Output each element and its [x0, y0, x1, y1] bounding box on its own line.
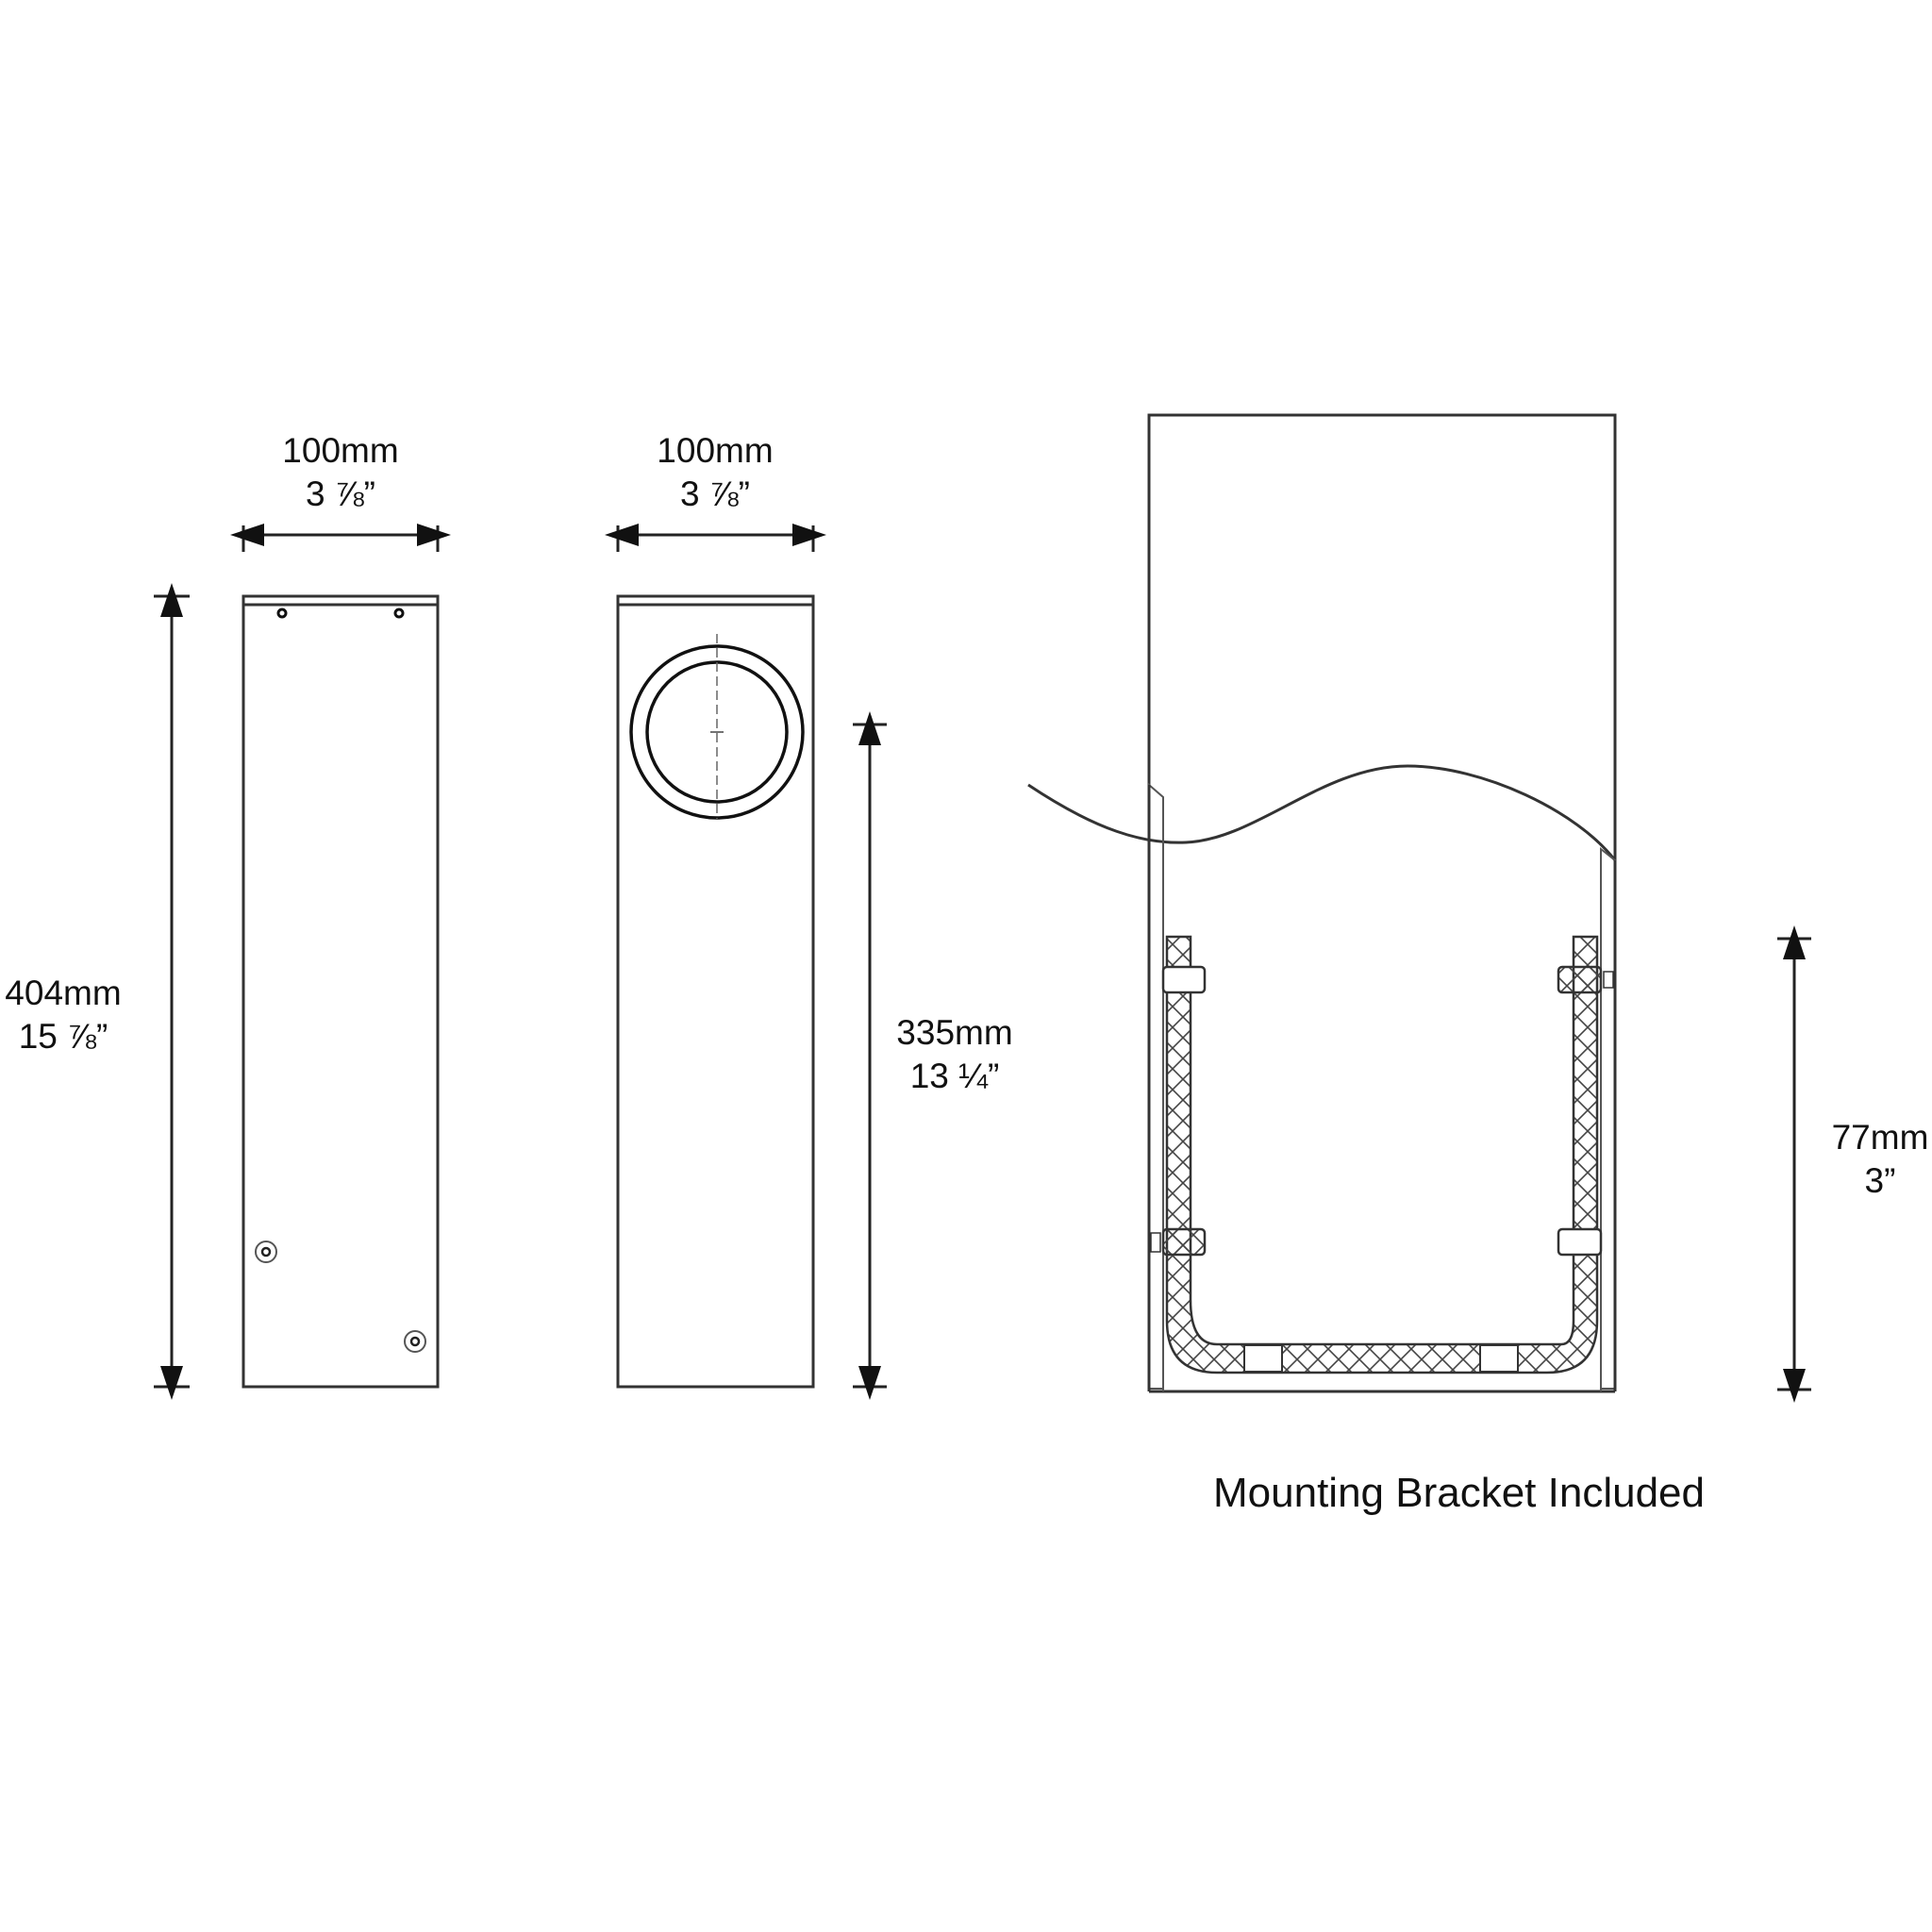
side-width-mm: 100mm	[657, 431, 774, 470]
top-screw-hole-icon	[276, 608, 288, 619]
bolt-icon	[1557, 1227, 1603, 1257]
front-view	[154, 524, 451, 1400]
front-width-in: 3 ⅞”	[305, 475, 376, 513]
side-width-in: 3 ⅞”	[679, 475, 751, 513]
side-body-outline	[616, 594, 815, 1389]
front-height-dimension	[154, 583, 190, 1400]
side-height-dimension	[853, 711, 887, 1400]
side-view	[605, 524, 887, 1400]
bracket-height-in: 3”	[1864, 1161, 1896, 1200]
front-height-label: 404mm 15 ⅞”	[0, 972, 126, 1058]
side-width-dimension	[605, 524, 826, 552]
side-height-mm: 335mm	[896, 1013, 1013, 1052]
bracket-height-mm: 77mm	[1831, 1118, 1929, 1157]
bracket-section-view	[1027, 413, 1811, 1403]
bolt-icon	[1557, 965, 1603, 994]
side-height-in: 13 ¼”	[909, 1057, 1000, 1095]
front-height-in: 15 ⅞”	[18, 1017, 108, 1056]
front-width-label: 100mm 3 ⅞”	[246, 429, 435, 516]
front-width-dimension	[230, 524, 451, 552]
front-body-outline	[242, 594, 440, 1389]
bolt-icon	[1161, 1227, 1207, 1257]
screw-icon	[255, 1241, 277, 1263]
front-width-mm: 100mm	[282, 431, 399, 470]
top-screw-hole-icon	[393, 608, 405, 619]
bracket-caption: Mounting Bracket Included	[1213, 1470, 1705, 1516]
side-height-label: 335mm 13 ¼”	[879, 1011, 1030, 1098]
side-width-label: 100mm 3 ⅞”	[621, 429, 809, 516]
front-height-mm: 404mm	[5, 974, 122, 1012]
screw-icon	[404, 1330, 426, 1353]
bracket-height-label: 77mm 3”	[1819, 1116, 1932, 1203]
bolt-icon	[1161, 965, 1207, 994]
bracket-height-dimension	[1777, 925, 1811, 1403]
lens-icon	[629, 634, 805, 820]
